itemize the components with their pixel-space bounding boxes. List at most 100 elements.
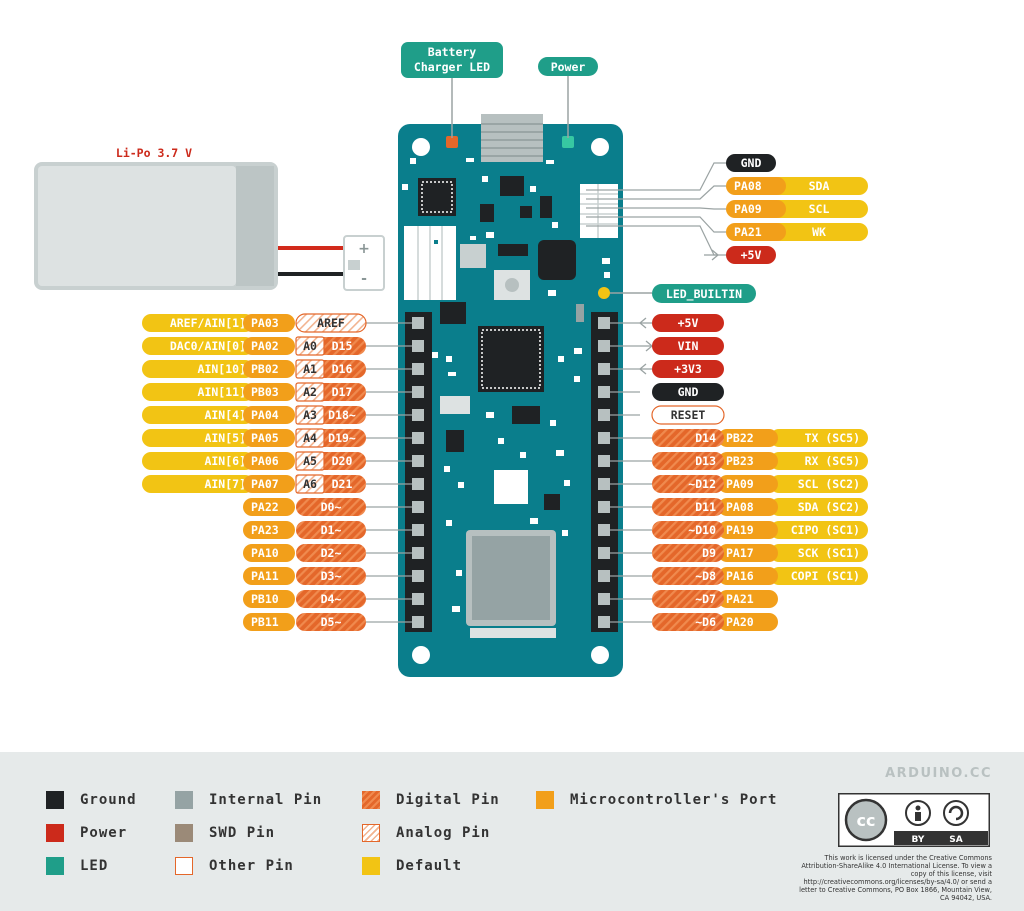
legend-label: Other Pin: [209, 858, 294, 874]
left-port-label-text: PA04: [251, 408, 279, 422]
right-pin-pad: [598, 317, 610, 329]
legend-label: Digital Pin: [396, 792, 500, 808]
right-arrow: [640, 340, 654, 352]
left-digital-label: D1~: [296, 521, 366, 539]
battery-charger-led-line1: Battery: [428, 45, 477, 59]
left-function-label-text: DAC0/AIN[0]: [170, 339, 246, 353]
left-port-label: PA04: [243, 406, 295, 424]
left-digital-label: D21: [332, 477, 353, 491]
right-function-label: SCL (SC2): [770, 475, 868, 493]
left-analog-label-text: A5: [303, 454, 317, 468]
legend-swd: SWD Pin: [175, 823, 275, 843]
left-pin-pad: [412, 478, 424, 490]
minus-label: -: [361, 271, 367, 287]
right-header: [591, 312, 618, 632]
right-port-label-text: PA19: [726, 523, 754, 537]
left-digital-label-text: D4~: [321, 592, 342, 606]
legend-label: Power: [80, 825, 128, 841]
left-analog-label: A2: [295, 382, 325, 402]
header-power-label-text: +5V: [741, 248, 762, 262]
right-function-label: SDA (SC2): [770, 498, 868, 516]
right-pin-pad: [598, 409, 610, 421]
right-function-label-text: SCL (SC2): [798, 477, 860, 491]
header-port-label: PA08: [726, 177, 786, 195]
right-port-label-text: PA17: [726, 546, 754, 560]
right-function-label: SCK (SC1): [770, 544, 868, 562]
swatch-swd: [175, 824, 193, 842]
header-arrow: [704, 249, 720, 261]
right-port-label-text: PA20: [726, 615, 754, 629]
left-pin-pad: [412, 570, 424, 582]
swatch-power: [46, 824, 64, 842]
board: [398, 114, 623, 677]
header-port-label-text: PA09: [734, 202, 762, 216]
battery-charger-led-callout: Battery Charger LED: [401, 42, 503, 138]
left-function-label: AIN[11]: [142, 383, 254, 401]
left-port-label: PA11: [243, 567, 295, 585]
header-port-label-text: PA08: [734, 179, 762, 193]
left-digital-label: D5~: [296, 613, 366, 631]
left-digital-label: D18~: [328, 408, 356, 422]
header-function-label-text: SCL: [809, 202, 830, 216]
lipo-battery: + -: [34, 162, 385, 291]
rgb-led: [494, 470, 528, 504]
left-pin-pad: [412, 616, 424, 628]
right-digital-label: D13: [652, 452, 724, 470]
left-port-label-text: PA03: [251, 316, 279, 330]
right-pin-pad: [598, 432, 610, 444]
legend-power: Power: [46, 823, 127, 843]
left-pin-pad: [412, 501, 424, 513]
right-digital-label-text: D11: [695, 500, 716, 514]
plus-label: +: [358, 241, 370, 257]
right-pin-pad: [598, 616, 610, 628]
left-analog-label-text: A3: [303, 408, 317, 422]
pinout-diagram: + - Li-Po 3.7 V: [34, 42, 868, 677]
left-analog-label-text: A6: [303, 477, 317, 491]
header-power-label: +5V: [726, 246, 776, 264]
left-analog-label-text: A1: [303, 362, 317, 376]
right-digital-label-text: ~D10: [688, 523, 716, 537]
right-port-label: PA17: [718, 544, 778, 562]
right-function-label-text: CIPO (SC1): [791, 523, 860, 537]
i2c-connector: [580, 184, 618, 238]
battery-connector: [343, 235, 385, 291]
right-function-label: TX (SC5): [770, 429, 868, 447]
left-port-label: PB03: [243, 383, 295, 401]
left-pin-pad: [412, 524, 424, 536]
left-port-label-text: PB11: [251, 615, 279, 629]
left-analog-label-text: A2: [303, 385, 317, 399]
right-power-label-text: VIN: [678, 339, 699, 353]
left-pin-pad: [412, 340, 424, 352]
left-port-label: PB11: [243, 613, 295, 631]
left-function-label: AIN[4]: [142, 406, 254, 424]
left-port-label: PA10: [243, 544, 295, 562]
right-digital-label: ~D7: [652, 590, 724, 608]
header-ground-label: GND: [726, 154, 776, 172]
left-digital-label: D0~: [296, 498, 366, 516]
right-digital-label: D14: [652, 429, 724, 447]
left-port-label-text: PA05: [251, 431, 279, 445]
right-power-label: +3V3: [652, 360, 724, 378]
right-port-label: PB22: [718, 429, 778, 447]
left-analog-label: A5: [295, 451, 325, 471]
left-pin-pad: [412, 547, 424, 559]
left-digital-label: D16: [332, 362, 353, 376]
cc-license-badge: cc BY SA: [838, 793, 990, 847]
header-function-label: SCL: [770, 200, 868, 218]
right-port-label-text: PA21: [726, 592, 754, 606]
left-port-label: PA05: [243, 429, 295, 447]
left-digital-label: D2~: [296, 544, 366, 562]
left-pin-pad: [412, 409, 424, 421]
left-digital-label: D3~: [296, 567, 366, 585]
left-function-label-text: AIN[11]: [198, 385, 246, 399]
legend-default: Default: [362, 856, 462, 876]
legend-label: Default: [396, 858, 463, 874]
left-header: [405, 312, 432, 632]
chip: [418, 178, 456, 216]
header-function-label-text: SDA: [809, 179, 830, 193]
legend-digital: Digital Pin: [362, 790, 500, 810]
legend-ground: Ground: [46, 790, 137, 810]
usb-connector: [481, 114, 543, 162]
brand-name: ARDUINO.CC: [885, 766, 992, 781]
